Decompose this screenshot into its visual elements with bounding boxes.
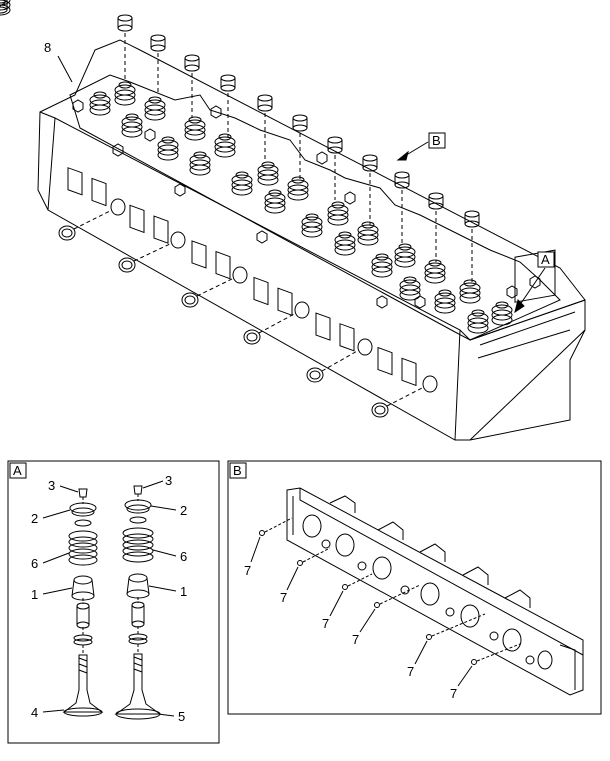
detail-b-head-side-view [286,487,584,696]
detail-b-plug-label: 7 [450,686,457,701]
detail-a-frame [7,460,220,744]
detail-a-label-retainer-keeper-left: 3 [48,478,55,493]
detail-a-label-retainer-right: 2 [180,503,187,518]
head-end-face [469,299,586,441]
detail-a-tag: A [13,463,22,478]
side-ports [67,167,417,387]
detail-b-frame [227,460,602,715]
rocker-rail [69,74,561,341]
detail-b-leaders [250,536,473,687]
exploded-plugs [58,209,425,418]
detail-b-tag-box [229,462,247,479]
callout-b-label: B [432,133,441,148]
detail-a-label-spring-left: 6 [31,556,38,571]
detail-b-plug-label: 7 [322,616,329,631]
detail-b-plug-label: 7 [407,664,414,679]
detail-a-leaders [42,480,177,717]
valve-spring-assemblies [0,0,513,334]
detail-b-plugs [259,517,521,665]
detail-b-plug-label: 7 [244,563,251,578]
detail-a-right-valve-stack [114,485,162,720]
detail-a-label-valve-left: 4 [31,705,38,720]
detail-b-tag: B [233,463,242,478]
exploded-valve-caps [0,0,480,282]
detail-a-label-spring-right: 6 [180,549,187,564]
callout-8-leader [57,55,73,83]
detail-a-label-rotator-left: 1 [31,587,38,602]
detail-a-tag-box [9,462,27,479]
head-block-outline [37,39,586,441]
detail-a-left-valve-stack [62,488,104,717]
callout-a-box [537,251,555,268]
detail-a-label-retainer-left: 2 [31,511,38,526]
detail-a-label-rotator-right: 1 [180,584,187,599]
detail-b-plug-label: 7 [280,590,287,605]
detail-b-plug-label: 7 [352,632,359,647]
bolt-heads [0,0,541,309]
callout-8-label: 8 [44,40,51,55]
cylinder-head-main-view [0,0,586,441]
callout-b-box [428,132,446,149]
callout-a-label: A [541,252,550,267]
detail-a-label-valve-right: 5 [178,709,185,724]
side-plug-holes [110,198,438,393]
detail-a-label-retainer-keeper-right: 3 [165,473,172,488]
